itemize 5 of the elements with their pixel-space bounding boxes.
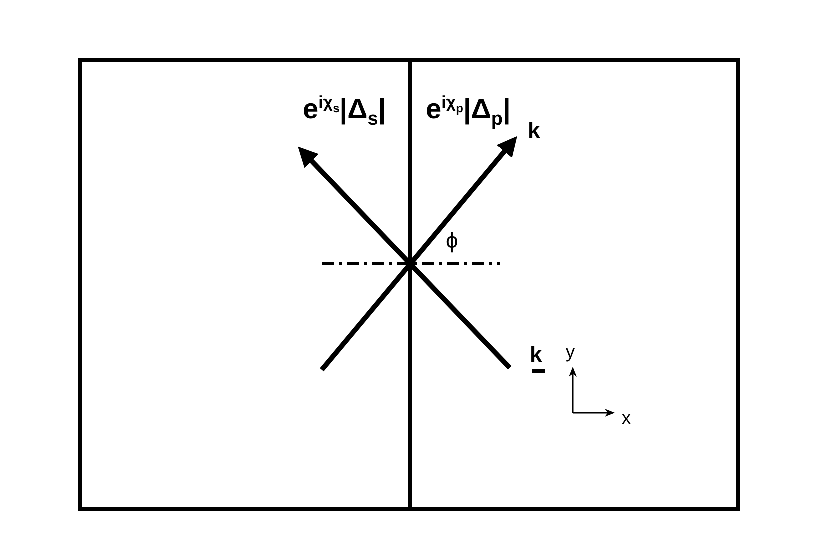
wave-vector-label: k (528, 120, 540, 142)
axis-label: y (566, 343, 575, 361)
wave-vector-label: k (530, 344, 542, 366)
axis-label: x (622, 409, 631, 427)
angle-label: ϕ (446, 230, 458, 252)
